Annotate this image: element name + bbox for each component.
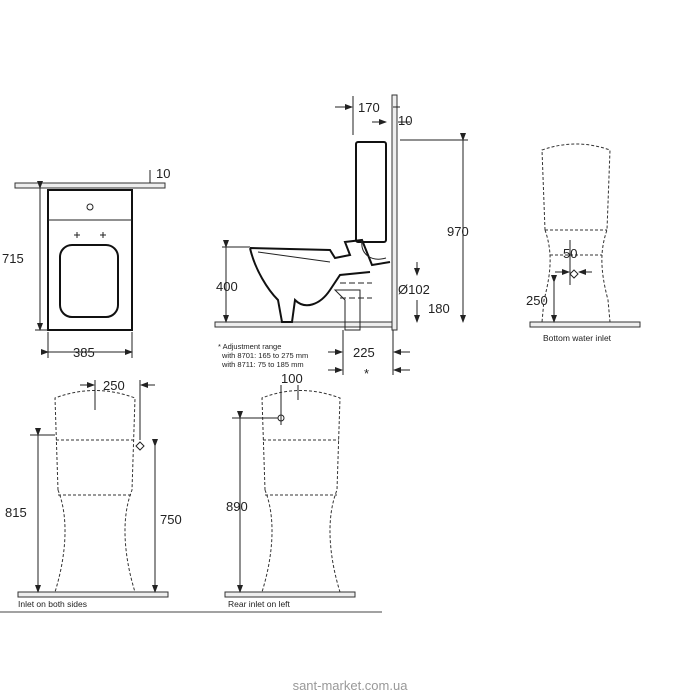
dim-rear-inlet-offset: 100	[281, 371, 303, 386]
bottom-inlet-view: 50 250 Bottom water inlet	[526, 143, 641, 343]
adjustment-note-title: * Adjustment range	[218, 342, 281, 351]
adjustment-note-line2: with 8711: 75 to 185 mm	[221, 360, 304, 369]
dim-asterisk: *	[364, 366, 369, 381]
dim-bottom-inlet-offset: 50	[563, 246, 577, 261]
toilet-top-outline	[47, 189, 133, 331]
dim-top-width: 385	[73, 345, 95, 360]
dim-side-wall-gap: 10	[398, 113, 412, 128]
flush-button-icon	[86, 203, 94, 211]
inlet-marker-icon	[569, 269, 579, 279]
floor-strip	[214, 321, 396, 328]
cistern	[355, 141, 387, 243]
side-view: 170 10 970 400 Ø102 180 225 * * Adjustme…	[214, 94, 469, 381]
dim-outlet-height: 180	[428, 301, 450, 316]
dim-outlet-distance: 225	[353, 345, 375, 360]
dim-top-wall-gap: 10	[156, 166, 170, 181]
dim-rear-inlet-height: 890	[226, 499, 248, 514]
dim-top-length: 715	[2, 251, 24, 266]
watermark: sant-market.com.ua	[293, 678, 409, 693]
dim-bottom-inlet-height: 250	[526, 293, 548, 308]
dim-side-inlet-height: 750	[160, 512, 182, 527]
caption-inlet-both-sides: Inlet on both sides	[18, 599, 87, 609]
rear-inlet-view: 100 890 Rear inlet on left	[224, 371, 356, 609]
floor-strip	[529, 321, 641, 328]
dim-outlet-diameter: Ø102	[398, 282, 430, 297]
caption-bottom-water-inlet: Bottom water inlet	[543, 333, 612, 343]
dim-side-inlet-offset: 250	[103, 378, 125, 393]
caption-rear-inlet: Rear inlet on left	[228, 599, 291, 609]
wall-strip	[391, 94, 398, 331]
seat-outline	[59, 244, 119, 318]
dim-side-inlet-total: 815	[5, 505, 27, 520]
wall-strip	[14, 182, 166, 189]
top-view: 10 715 385	[2, 166, 170, 360]
dim-total-height: 970	[447, 224, 469, 239]
dim-seat-height: 400	[216, 279, 238, 294]
dim-tank-depth: 170	[358, 100, 380, 115]
side-inlet-view: 250 815 750 Inlet on both sides	[5, 378, 182, 609]
floor-strip	[224, 591, 356, 598]
floor-strip	[17, 591, 169, 598]
inlet-marker-icon	[135, 441, 145, 451]
adjustment-note-line1: with 8701: 165 to 275 mm	[221, 351, 308, 360]
